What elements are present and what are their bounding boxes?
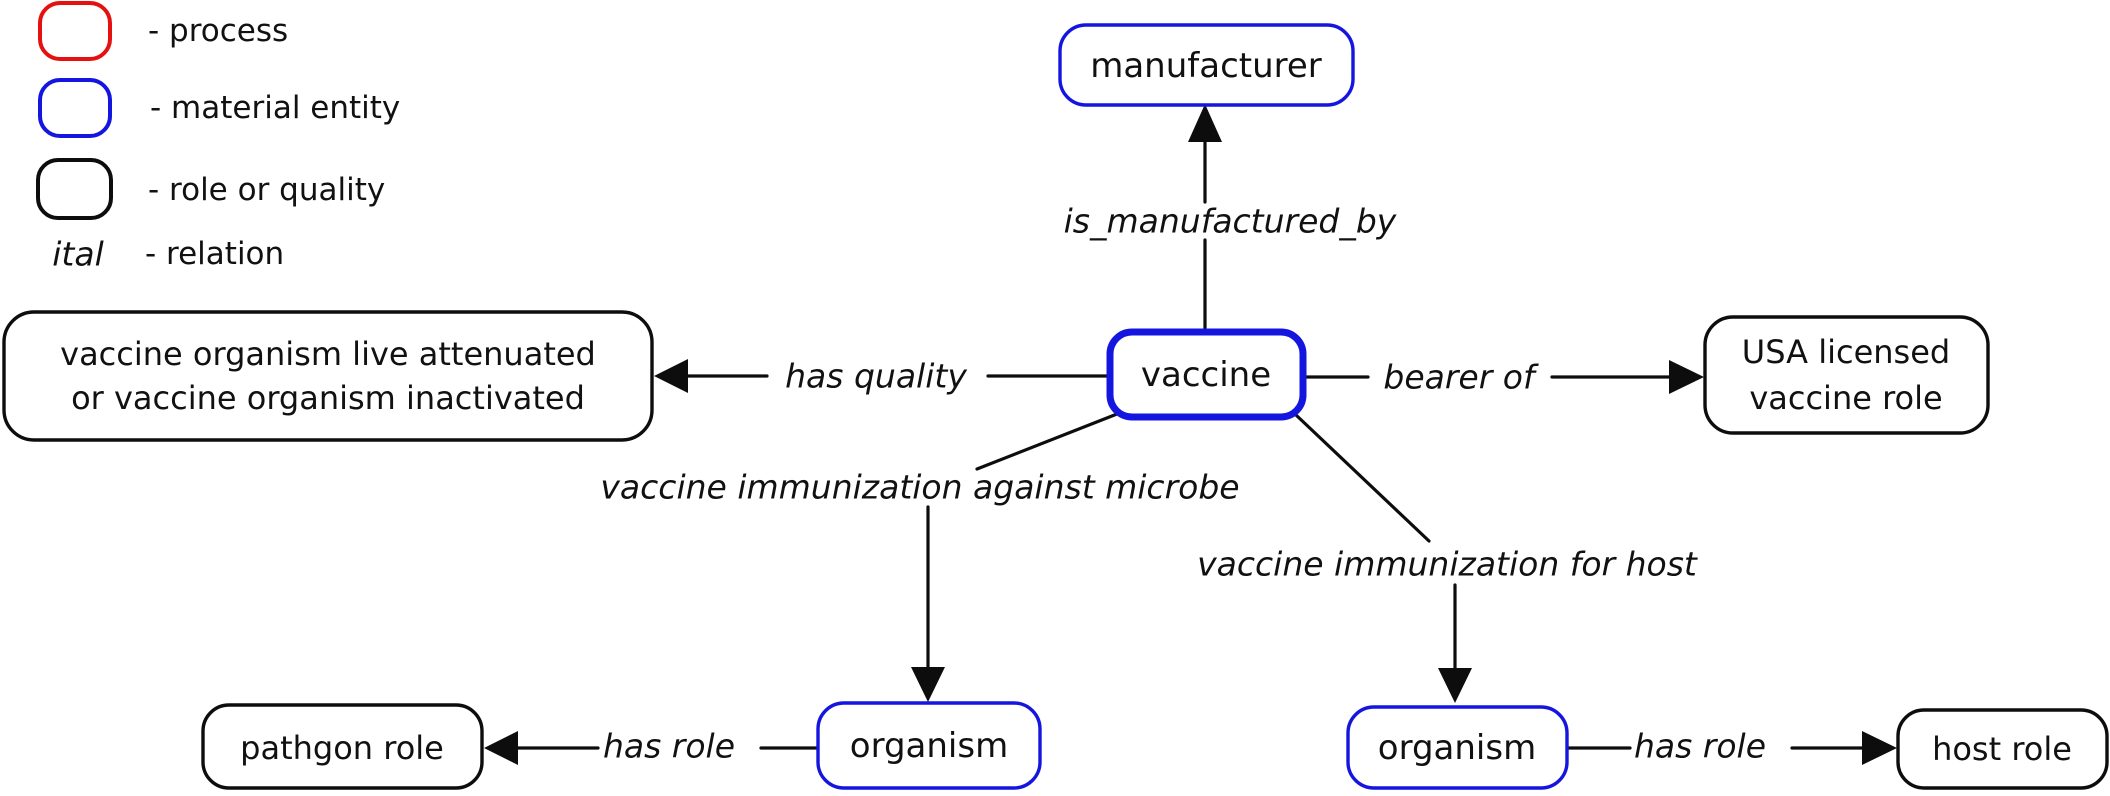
legend-swatch-role-or-quality-icon [36, 158, 113, 220]
legend-swatch-material-entity-icon [38, 78, 112, 138]
arrow-up-icon [1188, 104, 1222, 142]
node-host-role: host role [1896, 708, 2109, 790]
node-usa-licensed-vaccine-role-box [1703, 315, 1990, 435]
arrow-right-icon [1862, 731, 1897, 765]
relation-label-immunization-against-microbe: vaccine immunization against microbe [600, 468, 1239, 507]
node-manufacturer: manufacturer [1058, 23, 1355, 107]
relation-label-has-role-right: has role [1634, 727, 1766, 766]
node-vaccine-quality-line2: or vaccine organism inactivated [71, 379, 585, 417]
node-pathgon-role-label: pathgon role [240, 729, 444, 767]
node-pathgon-role: pathgon role [201, 703, 484, 790]
edge-is-manufactured-by: is_manufactured_by [1064, 104, 1397, 334]
node-host-role-label: host role [1932, 730, 2072, 768]
node-usa-licensed-vaccine-role-line1: USA licensed [1742, 333, 1950, 371]
node-vaccine-quality-box [2, 310, 654, 442]
node-host-role-box [1896, 708, 2109, 790]
node-usa-licensed-vaccine-role-line2: vaccine role [1749, 379, 1942, 417]
node-manufacturer-box [1058, 23, 1355, 107]
node-organism-host-box [1346, 705, 1569, 790]
legend-label-process: - process [148, 13, 288, 49]
legend-label-role-or-quality: - role or quality [148, 172, 385, 208]
relation-label-bearer-of: bearer of [1383, 358, 1539, 397]
arrow-left-icon [654, 359, 688, 393]
node-pathgon-role-box [201, 703, 484, 790]
legend: - process - material entity - role or qu… [36, 1, 400, 274]
relation-label-has-quality: has quality [785, 357, 967, 396]
edge-microbe-diagonal [975, 412, 1119, 471]
legend-swatch-process-icon [38, 1, 112, 61]
edge-immunization-for-host: vaccine immunization for host [1197, 413, 1698, 703]
node-organism-host: organism [1346, 705, 1569, 790]
edge-has-role-left: has role [484, 727, 819, 766]
legend-label-material-entity: - material entity [150, 90, 400, 126]
node-organism-host-label: organism [1378, 728, 1536, 768]
node-organism-microbe: organism [816, 701, 1042, 790]
relation-label-is-manufactured-by: is_manufactured_by [1064, 202, 1397, 241]
arrow-down-icon [911, 667, 945, 702]
relation-label-immunization-for-host: vaccine immunization for host [1197, 545, 1698, 584]
node-organism-microbe-box [816, 701, 1042, 790]
node-vaccine-box [1106, 328, 1307, 421]
arrow-right-icon [1669, 360, 1704, 394]
edge-has-role-right: has role [1566, 727, 1897, 766]
node-vaccine-label: vaccine [1141, 355, 1271, 395]
node-vaccine-quality: vaccine organism live attenuated or vacc… [2, 310, 654, 442]
node-manufacturer-label: manufacturer [1090, 46, 1322, 86]
edge-bearer-of: bearer of [1302, 358, 1704, 397]
relation-label-has-role-left: has role [603, 727, 735, 766]
node-usa-licensed-vaccine-role: USA licensed vaccine role [1703, 315, 1990, 435]
edge-has-quality: has quality [654, 357, 1112, 396]
node-vaccine-quality-line1: vaccine organism live attenuated [60, 335, 596, 373]
arrow-left-icon [484, 731, 518, 765]
node-vaccine: vaccine [1106, 328, 1307, 421]
arrow-down-icon [1438, 668, 1472, 703]
legend-italic-sample: ital [52, 235, 104, 274]
node-organism-microbe-label: organism [850, 726, 1008, 766]
edge-host-diagonal [1294, 413, 1431, 543]
legend-label-relation: - relation [145, 236, 284, 272]
edge-immunization-against-microbe: vaccine immunization against microbe [600, 412, 1240, 702]
